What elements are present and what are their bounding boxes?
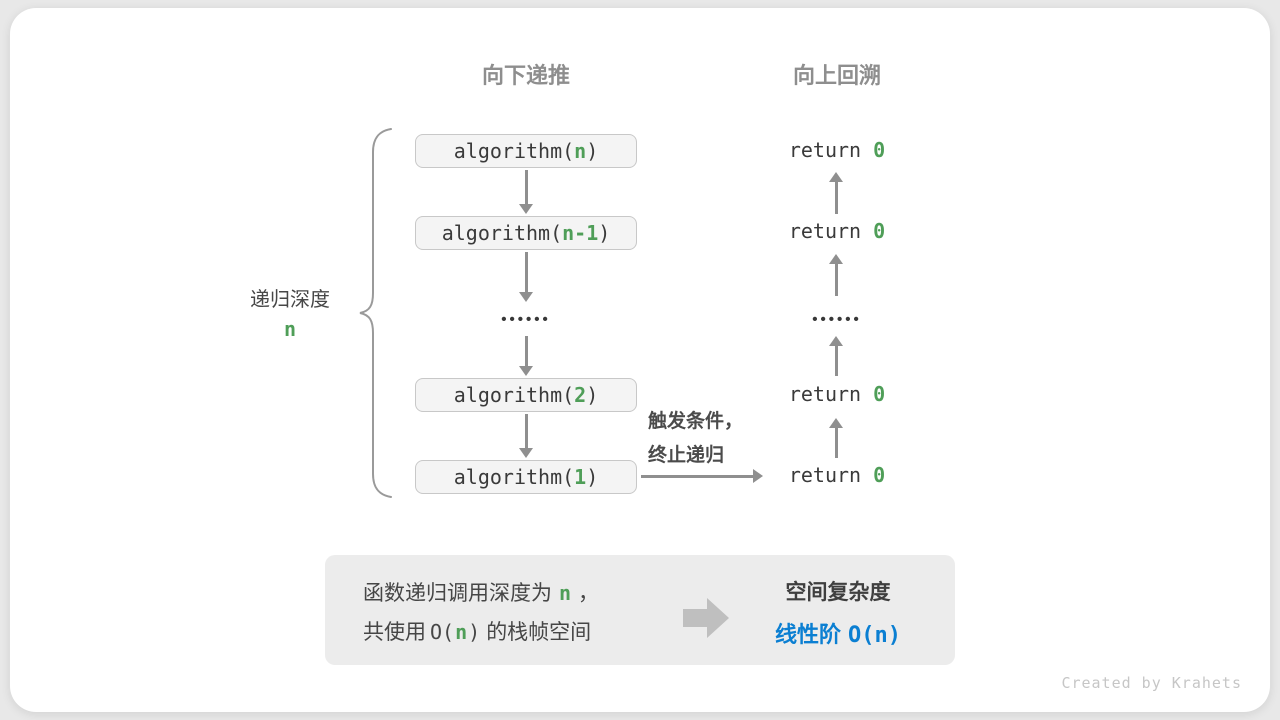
depth-value: n [283,317,297,341]
call-box-suffix: ) [598,221,611,245]
call-box-suffix: ) [586,465,599,489]
base-case-annotation-line2: 终止递归 [648,445,725,466]
arrow-up-icon [828,172,844,214]
arrow-up-icon [828,254,844,296]
call-box-prefix: algorithm( [453,139,575,163]
arrow-up-icon [828,418,844,458]
call-box-arg: 2 [574,383,587,407]
call-box-arg: n [574,139,587,163]
call-box-suffix: ) [586,139,599,163]
call-box-prefix: algorithm( [453,465,575,489]
credit-text: Created by Krahets [1061,674,1242,692]
return-value: 0 [873,138,886,162]
summary-var-n: n [455,620,468,644]
arrow-down-icon [518,414,534,458]
call-box-prefix: algorithm( [441,221,563,245]
depth-brace-icon [359,128,392,498]
return-keyword: return [788,463,862,487]
call-box-2: algorithm(2) [415,378,637,412]
call-box-prefix: algorithm( [453,383,575,407]
call-box-arg: n-1 [562,221,599,245]
return-value: 0 [873,382,886,406]
call-box-n: algorithm(n) [415,134,637,168]
return-value: 0 [873,463,886,487]
column-header-recurse: 向下递推 [481,63,570,88]
call-box-n-1: algorithm(n-1) [415,216,637,250]
depth-label: 递归深度 [250,289,330,311]
arrow-down-icon [518,336,534,376]
arrow-up-icon [828,336,844,376]
big-arrow-right-icon [683,598,729,638]
ellipsis-left: •••••• [501,311,551,328]
call-box-arg: 1 [574,465,587,489]
call-box-suffix: ) [586,383,599,407]
return-value: 0 [873,219,886,243]
return-row: return 0 [726,136,948,164]
arrow-right-icon [641,468,763,484]
ellipsis-right: •••••• [812,311,862,328]
return-row: return 0 [726,380,948,408]
column-header-backtrack: 向上回溯 [792,63,881,88]
call-box-1: algorithm(1) [415,460,637,494]
summary-panel [325,555,955,665]
return-keyword: return [788,219,862,243]
return-keyword: return [788,138,862,162]
return-row: return 0 [726,461,948,489]
arrow-down-icon [518,252,534,302]
return-row: return 0 [726,217,948,245]
return-keyword: return [788,382,862,406]
arrow-down-icon [518,170,534,214]
base-case-annotation-line1: 触发条件， [648,411,744,432]
complexity-title: 空间复杂度 [785,581,891,604]
summary-var-n: n [559,581,572,605]
